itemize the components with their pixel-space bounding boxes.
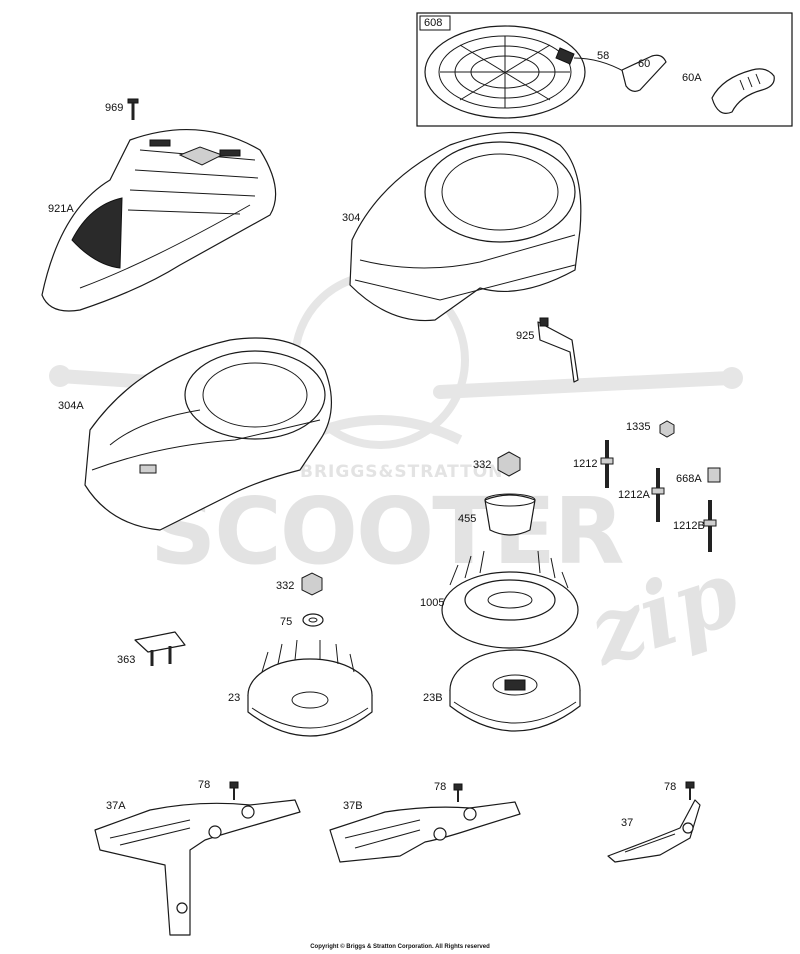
label-304A: 304A xyxy=(58,400,84,412)
label-1212A: 1212A xyxy=(618,489,650,501)
stud-1212A xyxy=(651,468,665,522)
callout-box-608 xyxy=(416,12,793,127)
label-1005: 1005 xyxy=(420,597,445,609)
blower-housing-304A xyxy=(84,337,333,531)
label-60: 60 xyxy=(638,58,651,70)
label-608: 608 xyxy=(424,17,443,29)
nut-1335 xyxy=(659,420,675,438)
plate-925 xyxy=(537,317,579,383)
cup-455 xyxy=(484,494,536,536)
flywheel-23 xyxy=(247,639,373,737)
blower-housing-304 xyxy=(349,132,582,322)
label-37B: 37B xyxy=(343,800,363,812)
bolt-78-b xyxy=(453,783,463,802)
clip-37 xyxy=(607,799,701,863)
armature-37B xyxy=(329,801,521,863)
label-75: 75 xyxy=(280,616,293,628)
nut-332-lower xyxy=(301,572,323,596)
engine-cover-921A xyxy=(41,128,277,312)
stud-1212 xyxy=(600,440,614,488)
label-37A: 37A xyxy=(106,800,126,812)
label-23: 23 xyxy=(228,692,241,704)
label-78-a: 78 xyxy=(198,779,211,791)
washer-75 xyxy=(302,613,324,627)
label-363: 363 xyxy=(117,654,136,666)
label-921A: 921A xyxy=(48,203,74,215)
armature-37A xyxy=(94,799,301,936)
label-1212: 1212 xyxy=(573,458,598,470)
label-304: 304 xyxy=(342,212,361,224)
label-455: 455 xyxy=(458,513,477,525)
nut-332-top xyxy=(497,451,521,477)
recoil-starter xyxy=(424,25,586,119)
label-925: 925 xyxy=(516,330,535,342)
label-668A: 668A xyxy=(676,473,702,485)
fan-1005 xyxy=(441,550,579,649)
label-60A: 60A xyxy=(682,72,702,84)
screw-969 xyxy=(127,98,139,120)
bolt-78-c xyxy=(685,781,695,800)
copyright-notice: Copyright © Briggs & Stratton Corporatio… xyxy=(310,944,490,950)
label-969: 969 xyxy=(105,102,124,114)
bracket-363 xyxy=(134,631,186,666)
label-332-top: 332 xyxy=(473,459,492,471)
stud-1212B xyxy=(703,500,717,552)
label-23B: 23B xyxy=(423,692,443,704)
label-332-lower: 332 xyxy=(276,580,295,592)
label-58: 58 xyxy=(597,50,610,62)
label-37: 37 xyxy=(621,817,634,829)
bolt-78-a xyxy=(229,781,239,800)
flywheel-23B xyxy=(449,649,581,732)
label-1212B: 1212B xyxy=(673,520,705,532)
spacer-668A xyxy=(707,467,721,483)
label-78-b: 78 xyxy=(434,781,447,793)
label-78-c: 78 xyxy=(664,781,677,793)
label-1335: 1335 xyxy=(626,421,651,433)
